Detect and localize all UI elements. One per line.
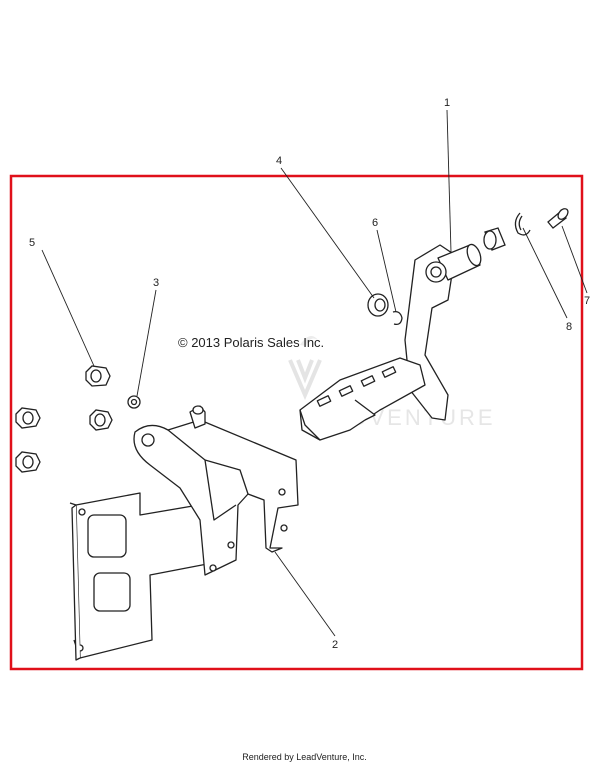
part-4-washer [367, 293, 389, 317]
watermark-logo-icon [288, 359, 322, 401]
callout-4: 4 [276, 155, 282, 167]
leader-lines [41, 109, 588, 637]
part-bushing [483, 227, 506, 251]
part-7-pin [547, 208, 569, 229]
part-5-grommets [15, 365, 113, 473]
part-6-clip [392, 310, 403, 326]
footer-credit: Rendered by LeadVenture, Inc. [242, 752, 367, 762]
callout-2: 2 [332, 639, 338, 651]
part-8-e-clip [514, 212, 531, 236]
part-3-lock-washer [127, 395, 141, 409]
callout-6: 6 [372, 217, 378, 229]
callout-5: 5 [29, 237, 35, 249]
copyright-text: © 2013 Polaris Sales Inc. [178, 335, 324, 350]
part-2-bracket [69, 405, 299, 661]
callout-7: 7 [584, 295, 590, 307]
callout-3: 3 [153, 277, 159, 289]
callout-8: 8 [566, 321, 572, 333]
callout-1: 1 [444, 97, 450, 109]
diagram-border [9, 174, 584, 671]
part-1-brake-pedal [299, 243, 482, 441]
